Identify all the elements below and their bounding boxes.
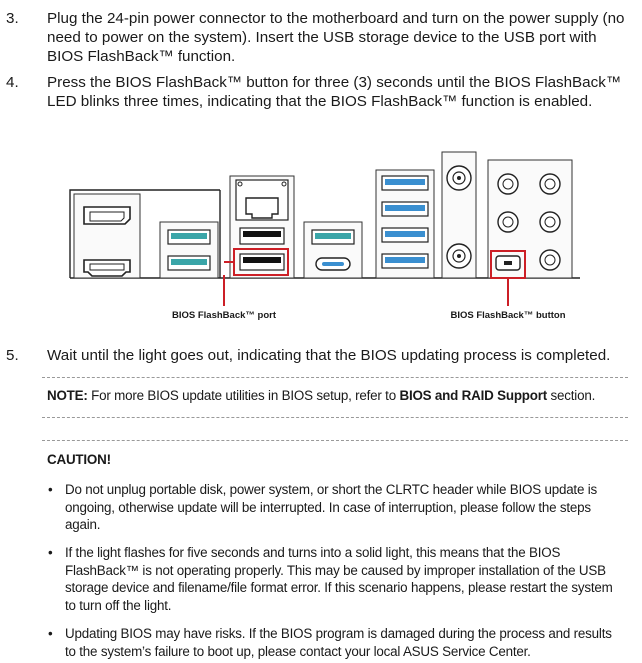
audio-jack-icon [497, 173, 519, 195]
flashback-port-label: BIOS FlashBack™ port [172, 310, 277, 321]
note-text-end: section. [547, 388, 596, 403]
usb-port-icon [171, 233, 207, 239]
usb-quad-stack [375, 169, 435, 279]
step-number: 4. [6, 74, 19, 91]
caution-title: CAUTION! [47, 452, 111, 467]
flashback-usb-port-icon [243, 257, 281, 263]
audio-jack-icon [539, 249, 561, 271]
usb-port-icon [315, 233, 351, 239]
flashback-button-label: BIOS FlashBack™ button [450, 310, 565, 321]
note-text: For more BIOS update utilities in BIOS s… [87, 388, 400, 403]
usb-port-icon [385, 179, 425, 185]
usb-port-icon [171, 259, 207, 265]
io-panel-outline [69, 189, 220, 278]
lan-usb-stack [229, 175, 295, 279]
wifi-antenna-ports [441, 151, 477, 279]
note-divider-bottom [42, 417, 628, 418]
usb-pair-1 [159, 221, 219, 279]
caution-text: Do not unplug portable disk, power syste… [65, 482, 597, 532]
usb-typec-stack [303, 221, 363, 279]
step-number: 5. [6, 347, 19, 364]
usb-port-icon [385, 231, 425, 237]
caution-text: Updating BIOS may have risks. If the BIO… [65, 626, 612, 659]
ethernet-icon [245, 197, 279, 219]
displayport-icon [83, 206, 131, 225]
audio-jack-icon [497, 211, 519, 233]
note-section-link: BIOS and RAID Support [399, 388, 548, 403]
note-box: NOTE: For more BIOS update utilities in … [47, 388, 628, 403]
step-text: Wait until the light goes out, indicatin… [47, 347, 611, 364]
usb-port-icon [243, 231, 281, 237]
step-text: Plug the 24-pin power connector to the m… [47, 10, 625, 65]
bullet-dot: • [48, 626, 53, 641]
bullet-dot: • [48, 482, 53, 497]
caution-text: If the light flashes for five seconds an… [65, 545, 613, 613]
step-number: 3. [6, 10, 19, 27]
hdmi-icon [83, 259, 131, 277]
caution-divider [42, 440, 628, 441]
step-text: Press the BIOS FlashBack™ button for thr… [47, 74, 622, 110]
note-divider-top [42, 377, 628, 378]
io-panel-diagram: BIOS FlashBack™ port BIOS FlashBack™ but… [69, 151, 580, 321]
note-label: NOTE: [47, 388, 88, 403]
bullet-dot: • [48, 545, 53, 560]
audio-jack-icon [539, 211, 561, 233]
audio-jack-icon [539, 173, 561, 195]
usb-port-icon [385, 257, 425, 263]
audio-jack-block [487, 159, 573, 279]
usb-port-icon [385, 205, 425, 211]
display-ports [73, 193, 141, 279]
